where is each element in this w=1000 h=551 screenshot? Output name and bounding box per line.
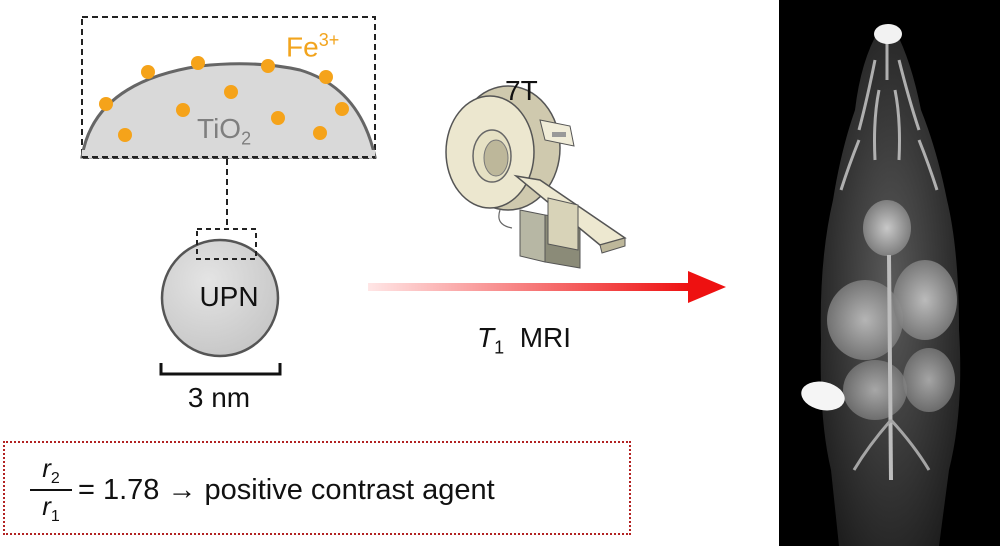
fe-ion: [271, 111, 285, 125]
relaxivity-ratio-box: [3, 441, 631, 535]
fe-ion: [224, 85, 238, 99]
fe-ion: [261, 59, 275, 73]
relaxivity-statement: = 1.78 → positive contrast agent: [78, 474, 495, 506]
fe-ion: [118, 128, 132, 142]
mri-technique-label: T1 MRI: [477, 322, 572, 358]
surface-inset: [80, 16, 726, 376]
mouse-mri-scan: [801, 24, 961, 546]
fe-ions: [99, 56, 349, 142]
fe-ion: [176, 103, 190, 117]
fe-ion: [313, 126, 327, 140]
arrow-head: [688, 271, 726, 303]
arrow-shaft: [368, 283, 690, 291]
fe-ion-label: Fe3+: [286, 30, 340, 63]
field-strength-label: 7T: [505, 75, 538, 106]
fe-ion: [335, 102, 349, 116]
scale-label: 3 nm: [187, 382, 251, 413]
relaxivity-fraction: r2 r1: [30, 453, 72, 526]
upn-particle: [160, 238, 280, 358]
fe-ion: [99, 97, 113, 111]
fe-ion: [141, 65, 155, 79]
mri-image: [779, 0, 1000, 546]
fe-ion: [191, 56, 205, 70]
scale-bar: [159, 363, 282, 376]
tio2-label: TiO2: [197, 113, 252, 149]
particle-zoom-box: [196, 228, 257, 260]
upn-label: UPN: [199, 281, 259, 312]
mri-scanner-icon: [445, 85, 627, 269]
fe-ion: [319, 70, 333, 84]
